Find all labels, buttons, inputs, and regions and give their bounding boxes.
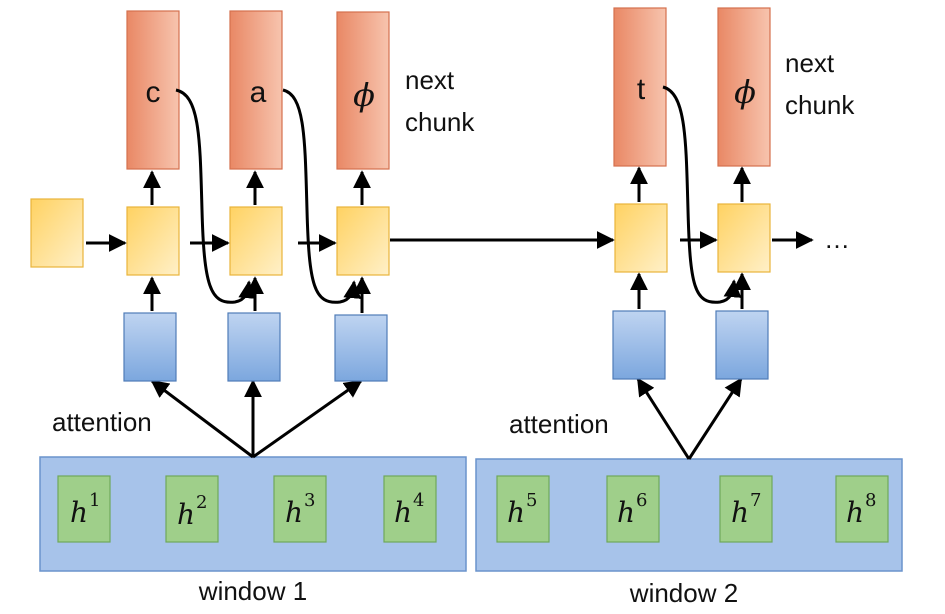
output-token-c-box	[126, 10, 180, 170]
decoder-to-output-arrows	[143, 166, 751, 205]
next-chunk-line-2: chunk	[405, 107, 475, 137]
attention-arrows	[150, 377, 743, 460]
decoder-state	[614, 203, 668, 273]
hidden-state-h7-base: h	[731, 496, 749, 529]
context-vectors	[123, 310, 769, 382]
context-vector	[123, 312, 177, 382]
output-token-phi-2: ϕ	[734, 73, 756, 111]
hidden-state-h1-base: h	[70, 496, 88, 529]
hidden-state-h1: h 1	[57, 475, 111, 543]
context-vector	[612, 310, 666, 380]
attention-arrow	[150, 379, 254, 459]
context-vector	[334, 314, 388, 382]
hidden-state-h7: h 7	[719, 475, 773, 543]
hidden-state-h5-sup: 5	[526, 490, 537, 511]
decoder-state	[336, 206, 390, 276]
attention-label-1: attention	[52, 407, 152, 437]
context-vector	[715, 310, 769, 380]
hidden-state-h1-sup: 1	[89, 490, 100, 511]
window-1-label: window 1	[198, 576, 307, 606]
hidden-state-h8: h 8	[835, 475, 889, 543]
hidden-state-h7-sup: 7	[750, 490, 761, 511]
hidden-state-h3: h 3	[273, 475, 327, 543]
next-chunk-line-1: next	[785, 48, 835, 78]
hidden-state-h4-base: h	[394, 496, 412, 529]
output-token-c: c	[146, 76, 161, 109]
output-token-phi-2-box	[717, 7, 771, 167]
hidden-state-h5-base: h	[507, 496, 525, 529]
hidden-state-h2: h 2	[165, 475, 219, 543]
context-to-decoder-arrows	[143, 272, 751, 313]
hidden-state-h4-sup: 4	[413, 490, 424, 511]
attention-arrow	[252, 379, 363, 459]
hidden-state-h6-sup: 6	[636, 490, 647, 511]
hidden-state-h4: h 4	[383, 475, 437, 543]
hidden-state-h6-base: h	[617, 496, 635, 529]
attention-arrow	[687, 377, 743, 460]
output-token-a-box	[229, 10, 283, 170]
next-chunk-label-1: next chunk	[405, 65, 475, 137]
output-token-phi: ϕ	[353, 76, 375, 114]
decoder-state	[229, 206, 283, 276]
output-token-phi-box	[336, 11, 390, 170]
window-1: h 1 h 2 h 3 h 4 window 1	[39, 456, 467, 606]
context-vector	[227, 312, 281, 382]
hidden-state-h2-base: h	[177, 498, 195, 531]
attention-label-2: attention	[509, 409, 609, 439]
ellipsis: …	[824, 224, 850, 254]
output-token-t-box	[613, 7, 667, 167]
hidden-state-h2-sup: 2	[196, 492, 207, 513]
attention-arrow	[636, 377, 691, 460]
next-chunk-line-1: next	[405, 65, 455, 95]
initial-decoder-state	[30, 198, 84, 268]
hidden-state-h6: h 6	[606, 475, 660, 543]
decoder-states	[30, 198, 771, 276]
hidden-state-h8-base: h	[846, 496, 864, 529]
output-tokens: c a ϕ t ϕ	[126, 7, 771, 170]
next-chunk-label-2: next chunk	[785, 48, 855, 120]
recurrence-arrows	[86, 231, 814, 252]
hidden-state-h3-base: h	[285, 496, 303, 529]
decoder-state	[717, 203, 771, 273]
window-2-label: window 2	[629, 578, 738, 608]
hidden-state-h3-sup: 3	[304, 490, 315, 511]
window-2: h 5 h 6 h 7 h 8 window 2	[475, 458, 903, 608]
hidden-state-h5: h 5	[496, 475, 550, 543]
output-token-a: a	[250, 76, 267, 109]
hidden-state-h8-sup: 8	[865, 490, 876, 511]
decoder-state	[126, 206, 180, 276]
output-token-t: t	[637, 73, 646, 106]
next-chunk-line-2: chunk	[785, 90, 855, 120]
feedback-arrows	[175, 85, 742, 304]
